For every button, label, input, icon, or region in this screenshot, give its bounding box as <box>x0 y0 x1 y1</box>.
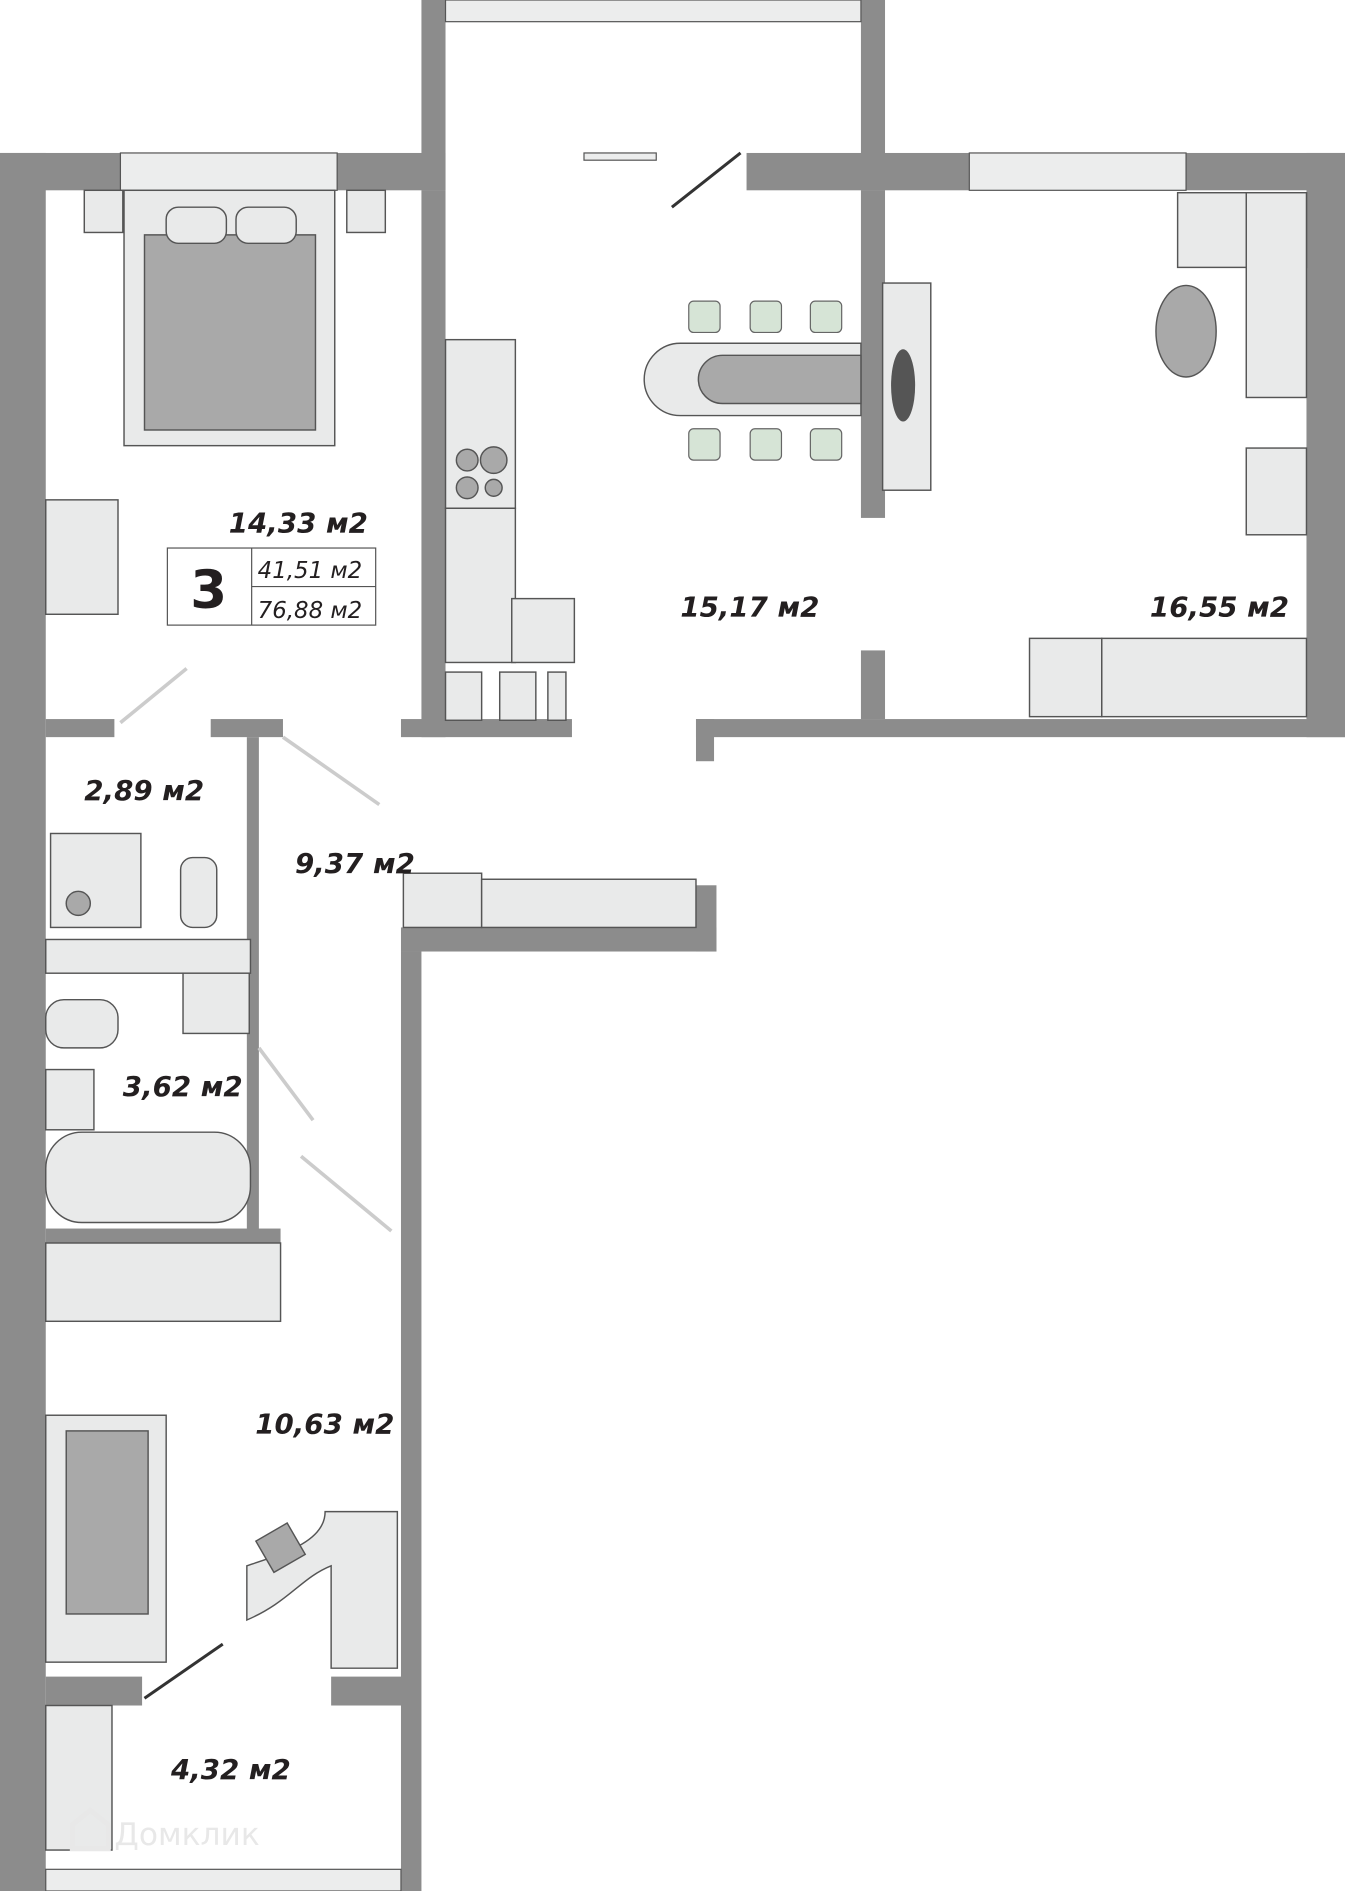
room-area-hallway: 9,37 м2 <box>295 847 415 880</box>
living-area: 41,51 м2 <box>258 558 363 584</box>
room-area-balcony: 4,32 м2 <box>170 1753 291 1786</box>
windows <box>45 0 1187 1891</box>
room-area-living-room: 16,55 м2 <box>1150 591 1289 624</box>
room-area-bathroom: 3,62 м2 <box>123 1070 243 1103</box>
furniture <box>45 189 1308 1851</box>
watermark-logo: Домклик <box>69 1807 260 1853</box>
apartment-summary: 3 41,51 м2 76,88 м2 <box>166 547 377 626</box>
room-count: 3 <box>190 560 227 621</box>
room-area-second-bedroom: 10,63 м2 <box>255 1407 394 1440</box>
total-area: 76,88 м2 <box>258 598 363 624</box>
watermark-text: Домклик <box>114 1817 259 1853</box>
room-area-kitchen: 15,17 м2 <box>680 591 819 624</box>
doors <box>119 151 742 1700</box>
room-area-toilet: 2,89 м2 <box>84 774 204 807</box>
room-area-bedroom: 14,33 м2 <box>229 506 368 539</box>
